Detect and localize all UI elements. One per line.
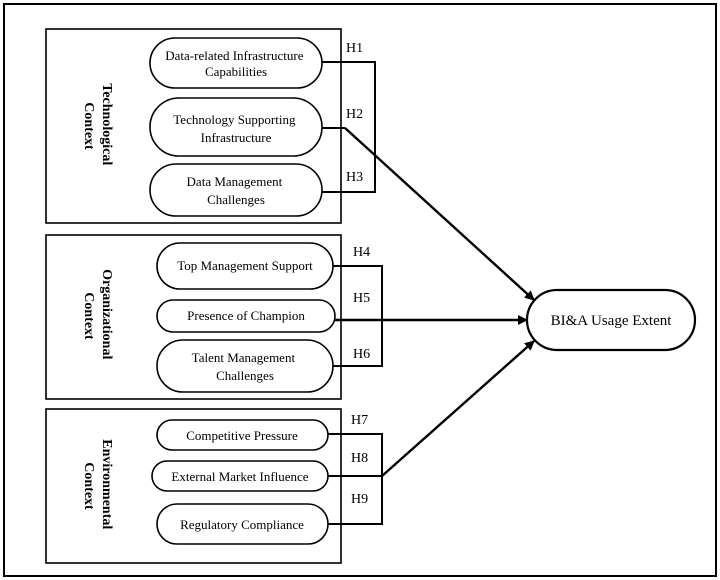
hypothesis-h2: H2 xyxy=(346,107,363,122)
hypothesis-h7: H7 xyxy=(351,413,368,428)
hypothesis-h6: H6 xyxy=(353,347,370,362)
factor-external-market-label: External Market Influence xyxy=(171,469,308,484)
factor-tech-support-line2: Infrastructure xyxy=(201,130,272,145)
factor-regulatory-label: Regulatory Compliance xyxy=(180,517,304,532)
factor-champion-label: Presence of Champion xyxy=(187,308,305,323)
organizational-context-box xyxy=(45,234,342,400)
technological-context-label-line2: Context xyxy=(81,102,96,150)
factor-data-mgmt xyxy=(149,163,323,217)
factor-data-infrastructure-label: Data-related Infrastructure Capabilities xyxy=(165,48,306,79)
environmental-context-box xyxy=(45,408,342,564)
technological-context-label-line1: Technological xyxy=(99,83,114,165)
factor-data-mgmt-line2: Challenges xyxy=(207,192,265,207)
factor-talent-mgmt-label: Talent Management Challenges xyxy=(192,350,299,383)
factor-top-mgmt xyxy=(156,242,334,290)
factor-competitive-label: Competitive Pressure xyxy=(186,428,298,443)
factor-talent-mgmt xyxy=(156,339,334,393)
technological-context-box xyxy=(45,28,342,224)
hypothesis-h9: H9 xyxy=(351,492,368,507)
factor-talent-mgmt-line2: Challenges xyxy=(216,368,274,383)
factor-data-mgmt-label: Data Management Challenges xyxy=(187,174,286,207)
factor-tech-support-line1: Technology Supporting xyxy=(173,112,296,127)
environmental-bracket xyxy=(328,433,383,525)
outcome-node xyxy=(525,288,697,352)
factor-data-infrastructure-line1: Data-related Infrastructure xyxy=(165,48,303,63)
hypothesis-h3: H3 xyxy=(346,170,363,185)
factor-regulatory xyxy=(156,503,329,545)
factor-data-infrastructure-line2: Capabilities xyxy=(205,64,267,79)
outcome-label: BI&A Usage Extent xyxy=(551,313,673,329)
technological-arrow xyxy=(344,127,535,301)
technological-context-label: Technological Context xyxy=(81,83,114,168)
environmental-context-label-line2: Context xyxy=(81,462,96,510)
organizational-context-label-line1: Organizational xyxy=(99,269,114,359)
factor-talent-mgmt-line1: Talent Management xyxy=(192,350,296,365)
technological-bracket xyxy=(321,61,376,193)
organizational-context-label: Organizational Context xyxy=(81,269,114,363)
environmental-context-label-line1: Environmental xyxy=(99,439,114,529)
hypothesis-h4: H4 xyxy=(353,245,370,260)
factor-competitive xyxy=(156,419,329,451)
hypothesis-h8: H8 xyxy=(351,451,368,466)
factor-tech-support-label: Technology Supporting Infrastructure xyxy=(173,112,298,145)
factor-tech-support xyxy=(149,97,323,157)
factor-external-market xyxy=(151,460,329,492)
factor-data-infrastructure xyxy=(149,37,323,89)
hypothesis-h5: H5 xyxy=(353,291,370,306)
environmental-context-label: Environmental Context xyxy=(81,439,114,532)
factor-top-mgmt-label: Top Management Support xyxy=(177,258,313,273)
factor-data-mgmt-line1: Data Management xyxy=(187,174,283,189)
organizational-context-label-line2: Context xyxy=(81,292,96,340)
organizational-bracket xyxy=(333,265,383,367)
hypothesis-h1: H1 xyxy=(346,41,363,56)
factor-champion xyxy=(156,299,336,333)
environmental-arrow xyxy=(381,340,535,477)
